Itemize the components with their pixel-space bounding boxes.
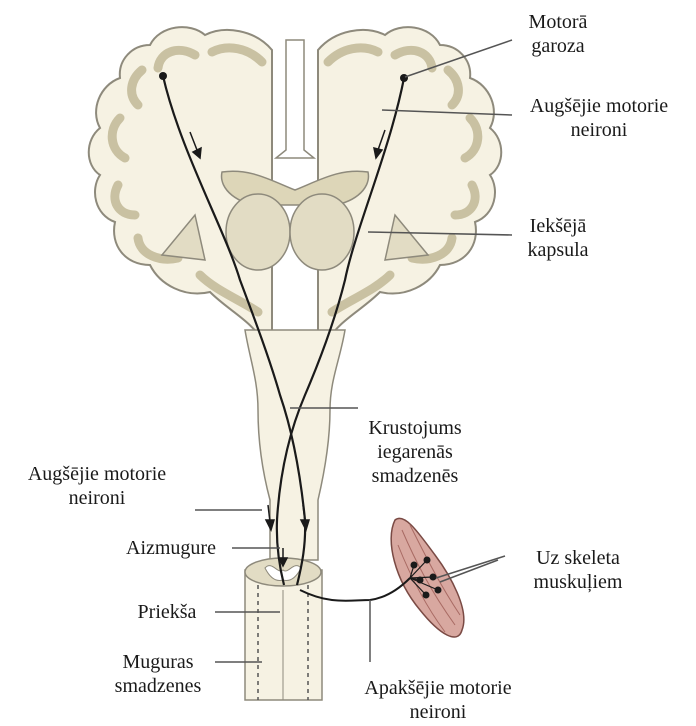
neuron-cell-body-left	[159, 72, 167, 80]
label-posterior: Aizmugure	[110, 536, 232, 560]
label-anterior: Priekša	[122, 600, 212, 624]
longitudinal-fissure	[276, 40, 314, 158]
thalamus-right	[290, 194, 354, 270]
brainstem	[245, 330, 345, 560]
neuron-cell-body-right	[400, 74, 408, 82]
thalamus-left	[226, 194, 290, 270]
